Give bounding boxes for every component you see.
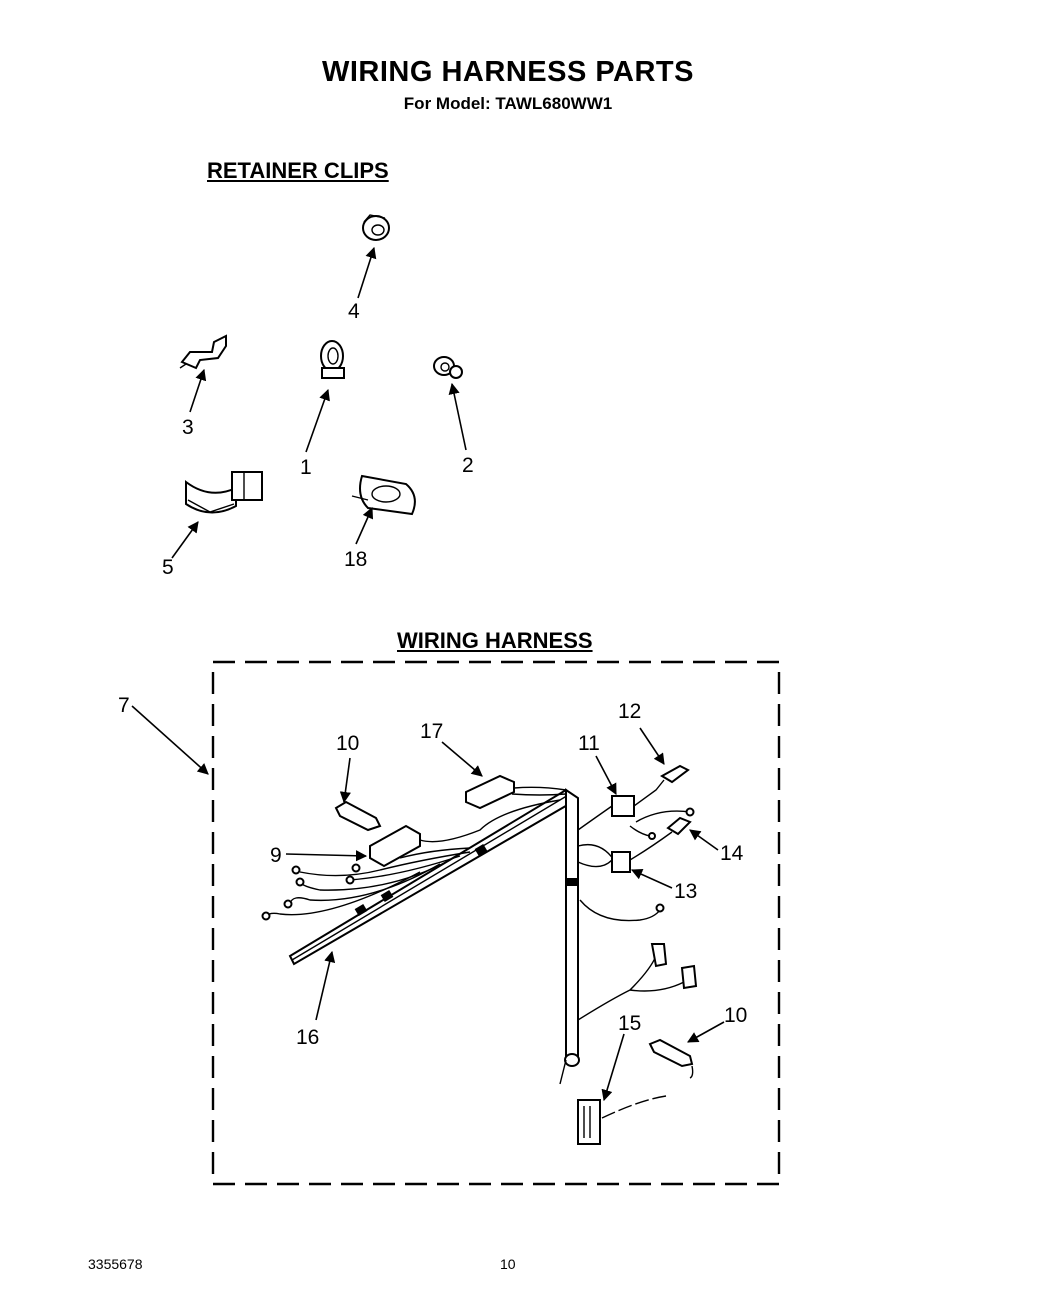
leader-part-11 xyxy=(595,755,617,795)
leader-part-4 xyxy=(357,246,377,299)
callout-15: 15 xyxy=(618,1012,641,1035)
wiring-harness-assembly xyxy=(261,764,698,1145)
callout-13: 13 xyxy=(674,880,697,903)
section-heading-wiring-harness: WIRING HARNESS xyxy=(397,628,593,653)
leader-part-12 xyxy=(639,727,665,765)
model-subtitle: For Model: TAWL680WW1 xyxy=(403,94,613,113)
leader-part-1 xyxy=(305,388,330,453)
callout-9: 9 xyxy=(270,844,282,867)
section-heading-retainer-clips: RETAINER CLIPS xyxy=(207,158,389,183)
callout-18: 18 xyxy=(344,548,367,571)
callout-7: 7 xyxy=(118,694,130,717)
leader-part-16 xyxy=(315,950,336,1021)
clip-part-2 xyxy=(433,356,463,379)
callout-10-lower: 10 xyxy=(724,1004,747,1027)
leader-part-7 xyxy=(131,705,209,775)
callout-11: 11 xyxy=(578,732,600,755)
leader-part-3 xyxy=(189,368,207,413)
callout-3: 3 xyxy=(182,416,194,439)
clip-part-1 xyxy=(320,340,345,379)
leader-part-10-upper xyxy=(339,757,351,804)
leader-part-10-lower xyxy=(687,1021,725,1043)
document-number: 3355678 xyxy=(88,1256,143,1272)
callout-2: 2 xyxy=(462,454,474,477)
leader-part-17 xyxy=(441,741,483,777)
harness-dashed-frame xyxy=(211,660,781,1186)
leader-part-15 xyxy=(601,1033,625,1102)
clip-part-5 xyxy=(185,471,263,514)
page-number: 10 xyxy=(500,1256,516,1272)
callout-14: 14 xyxy=(720,842,744,865)
page-title: WIRING HARNESS PARTS xyxy=(322,56,694,88)
callout-12: 12 xyxy=(618,700,641,723)
leader-part-9 xyxy=(285,850,368,862)
callout-4: 4 xyxy=(348,300,360,323)
clip-part-18 xyxy=(351,474,416,516)
callout-16: 16 xyxy=(296,1026,319,1049)
callout-1: 1 xyxy=(300,456,312,479)
leader-part-14 xyxy=(689,829,719,851)
callout-5: 5 xyxy=(162,556,174,579)
callout-10-upper: 10 xyxy=(336,732,359,755)
leader-part-13 xyxy=(630,869,673,889)
leader-part-5 xyxy=(171,521,199,559)
clip-part-3 xyxy=(179,334,227,370)
leader-part-2 xyxy=(448,382,467,451)
leader-part-18 xyxy=(355,506,374,545)
clip-part-4 xyxy=(362,214,390,241)
callout-17: 17 xyxy=(420,720,443,743)
